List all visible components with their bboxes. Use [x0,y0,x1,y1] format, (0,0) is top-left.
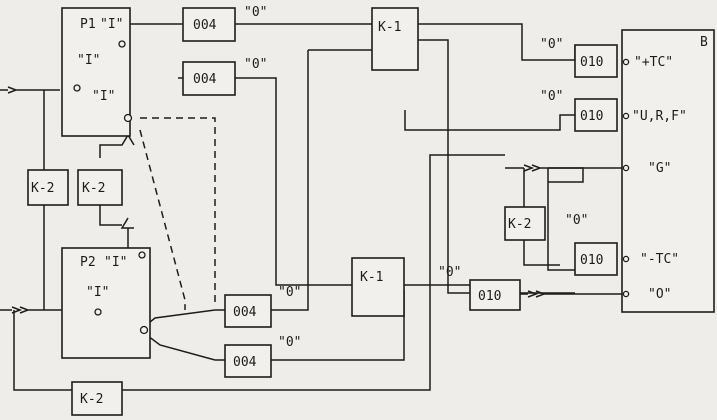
k2-left-body [27,169,69,206]
block-k1-bottom: K-1 [351,257,405,317]
b010-urf-body [574,98,618,132]
p1-title: P1 [80,17,96,32]
wire-k1-in2 [270,49,372,311]
p2-top-pin [138,251,146,259]
block-k1-top: K-1 [371,7,419,71]
pin-g [622,164,630,172]
pin-urf [622,112,630,120]
k2-left-label: K-2 [31,181,54,196]
pin-tc-plus [622,58,630,66]
wires [0,23,622,391]
k2-mid-label: K-2 [82,181,105,196]
block-k2-right: K-2 [504,206,546,241]
k2-bottom-body [71,381,123,416]
p2-input-pin [94,308,102,316]
b004-lower-label: 004 [233,305,257,320]
p2-body [61,247,151,359]
b004-lower-body [224,294,272,328]
p1-contact-pin [123,113,133,123]
b010-center-label: 010 [478,289,501,304]
label-urf: "U,R,F" [632,109,687,124]
k2-right-label: K-2 [508,217,531,232]
b010-tc-minus-body [574,242,618,276]
k1-top-label: K-1 [378,20,401,35]
pin-o [622,290,630,298]
label-g: "G" [648,161,671,176]
wire-urf [404,110,575,131]
pin-tc-minus [622,255,630,263]
label-tc-minus: "-TC" [640,252,679,267]
b004-bottom-label: 004 [233,355,257,370]
p1-output-pin [118,40,126,48]
zero-label-3: "0" [278,285,301,300]
b004-top-body [182,7,236,42]
wire-input-p1 [0,86,60,94]
zero-label-5: "0" [438,265,461,280]
k2-right-body [504,206,546,241]
zero-label-8: "0" [565,213,588,228]
wire-bottom-loop [13,154,505,391]
relay-p1: P1 "I" "I" "I" [61,7,133,137]
label-o: "O" [648,287,671,302]
zero-label-6: "0" [540,37,563,52]
k1-bottom-body [351,257,405,317]
block-004-top: 004 [182,7,236,42]
b010-tc-plus-body [574,44,618,78]
zero-label-2: "0" [244,57,267,72]
b004-mid-label: 004 [193,72,217,87]
b010-tc-minus-label: 010 [580,253,603,268]
k1-bottom-label: K-1 [360,270,383,285]
wire-input-p2 [0,306,92,314]
wire-p2-switch [139,309,216,361]
block-k2-mid: K-2 [77,169,123,206]
wire-004-k1-low [235,77,352,286]
b010-tc-plus-label: 010 [580,55,603,70]
relay-p2: P2 "I" "I" [61,247,151,359]
p2-title: P2 [80,255,96,270]
wire-k1-out2 [418,39,575,294]
b010-urf-label: 010 [580,109,603,124]
zero-label-4: "0" [278,335,301,350]
zero-label-7: "0" [540,89,563,104]
block-k2-left: K-2 [27,169,69,206]
b004-bottom-body [224,344,272,378]
b004-mid-body [182,61,236,96]
k2-mid-body [77,169,123,206]
block-k2-bottom: K-2 [71,381,123,416]
p2-contact-pin [139,325,149,335]
p1-body [61,7,131,137]
p1-label-i-left: "I" [77,53,100,68]
b004-top-label: 004 [193,18,217,33]
wire-k2-right [523,168,560,266]
wire-p2-004 [215,309,225,361]
p2-label-i-left: "I" [86,285,109,300]
k2-bottom-label: K-2 [80,392,103,407]
p1-input-pin [73,84,81,92]
zero-labels: "0" "0" "0" "0" "0" "0" "0" "0" [244,5,588,350]
wire-010-out [520,290,622,298]
unit-b: B 010 "+TC" 010 "U,R,F" "G" 010 "-TC" "O… [574,29,715,313]
unit-b-title: B [700,35,708,50]
p1-label-i-bottom: "I" [92,89,115,104]
label-tc-plus: "+TC" [634,55,673,70]
unit-b-body [621,29,715,313]
zero-label-1: "0" [244,5,267,20]
p2-label-i-top: "I" [104,255,127,270]
b010-center-body [469,279,521,311]
block-004-bottom: 004 [224,344,272,378]
p1-label-i-top: "I" [100,17,123,32]
block-004-mid: 004 [182,61,236,96]
wire-g [505,164,622,172]
block-004-lower: 004 [224,294,272,328]
mechanical-link [139,117,216,310]
wire-k1-out1 [418,23,575,61]
k1-top-body [371,7,419,71]
block-010-center: 010 [469,279,521,311]
